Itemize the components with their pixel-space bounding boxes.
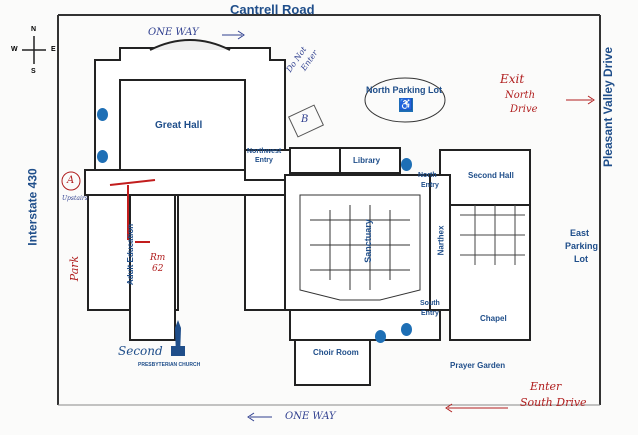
room-north-entry-2: Entry [421,182,439,189]
restroom-icon [375,330,386,343]
compass-w: W [11,46,18,53]
compass-n: N [31,26,37,33]
north-parking-lot: North Parking Lot [366,85,442,95]
rm-note-1: Rm [150,253,166,263]
compass-s: S [31,68,36,75]
restroom-icon [97,150,108,163]
room-northwest-entry-2: Entry [255,157,273,164]
restroom-icon [97,108,108,121]
room-second-hall: Second Hall [468,171,514,180]
room-adult-education: Adult Education [126,223,136,286]
room-library: Library [353,156,381,165]
accessible-parking-icon: ♿ [399,98,413,112]
room-north-entry-1: North [418,172,437,179]
park-note: Park [68,255,82,282]
logo-word: Second [118,344,163,358]
marker-a: A [67,175,75,186]
room-chapel: Chapel [480,314,507,323]
room-northwest-entry-1: Northwest [247,148,282,155]
room-south-entry-2: Entry [421,310,439,317]
exit-3: Drive [510,104,538,115]
church-logo-icon [168,318,188,360]
room-narthex: Narthex [436,225,446,256]
upstairs-note: Upstairs [62,195,88,202]
logo-sub: PRESBYTERIAN CHURCH [138,362,201,368]
restroom-icon [401,323,412,336]
exit-1: Exit [500,72,525,86]
room-south-entry-1: South [420,300,440,307]
one-way-bottom: ONE WAY [285,411,336,422]
east-parking-2: Parking [565,241,599,251]
east-parking-1: East [570,228,590,238]
restroom-icon [401,158,412,171]
room-choir-room: Choir Room [313,348,359,357]
room-sanctuary: Sanctuary [362,219,373,263]
compass-e: E [51,46,56,53]
road-west: Interstate 430 [25,168,40,246]
marker-b: B [301,114,309,125]
road-east: Pleasant Valley Drive [601,46,616,168]
room-prayer-garden: Prayer Garden [450,361,506,370]
one-way-top: ONE WAY [148,27,199,38]
enter-1: Enter [530,380,562,393]
enter-2: South Drive [520,396,587,409]
room-great-hall: Great Hall [155,120,203,131]
east-parking-3: Lot [574,254,588,264]
exit-2: North [505,90,536,101]
road-north: Cantrell Road [230,2,315,17]
rm-note-2: 62 [152,264,164,274]
compass-icon [18,30,50,70]
